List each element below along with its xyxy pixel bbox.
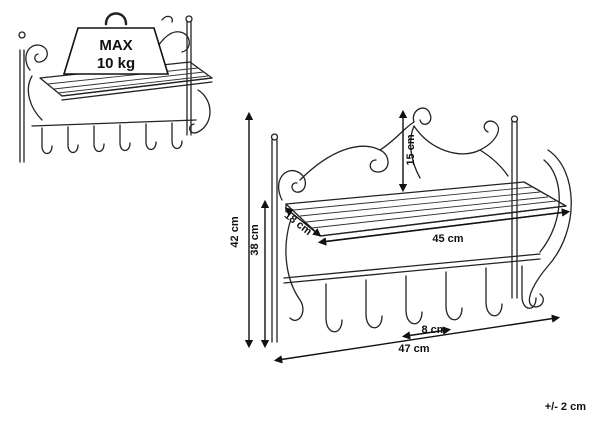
hook [405,275,423,325]
thumb-right-bracket [189,89,211,134]
thumb-slat [53,71,205,90]
thumb-front-edge-lower [61,81,213,101]
crest-center-stem [409,125,421,179]
thumb-left-bracket [27,75,43,121]
thumb-hook [119,124,131,152]
right-bracket-inner [539,159,560,253]
hook-rail-lower [283,258,541,284]
thumb-hook [67,126,79,154]
dim-shelf-height-label: 38 cm [249,224,261,255]
thumb-hook [93,125,105,153]
dim-hook-spacing-label: 8 cm [421,324,446,336]
dim-crest-height-label: 15 cm [405,134,417,165]
shelf-slat [293,186,533,211]
hook [445,271,463,321]
right-finial [510,115,519,123]
shelf-top [285,181,567,237]
thumb-front-edge [61,77,213,97]
thumb-crest-curl [161,15,173,23]
dim-total-height-label: 42 cm [229,216,241,247]
thumb-hook-rail [31,119,197,127]
crest-right-scroll [413,120,499,155]
hook [521,265,537,309]
thumb-right-finial [185,15,193,23]
crest-top-curl [412,107,432,125]
dim-total-width-label: 47 cm [398,343,429,355]
hook [365,279,383,329]
left-finial [270,133,279,141]
crest-right-arm [479,149,509,177]
hook [325,283,343,333]
thumb-slat [47,67,199,85]
weight-body [62,27,170,75]
crest-left-scroll [299,145,389,181]
thumb-hook [41,127,53,155]
weight-icon [62,12,170,75]
thumb-hook [171,122,183,150]
dim-depth-line [284,207,322,237]
weight-handle [104,12,128,26]
hook-rail [283,253,541,279]
tolerance-note: +/- 2 cm [545,401,586,413]
weight-label-max: MAX [99,37,132,54]
dim-shelf-width-line [317,208,571,246]
left-bracket [285,221,304,321]
thumb-left-finial [18,31,26,39]
main-shelf [270,107,572,343]
shelf-slat [299,191,541,217]
thumb-slat [57,75,209,94]
thumb-hook [145,123,157,151]
dim-total-width-line [273,314,561,364]
thumbnail-shelf [18,15,213,163]
right-bracket [528,149,572,308]
dim-shelf-width-label: 45 cm [432,233,463,245]
thumb-left-scroll [25,44,48,71]
weight-label-kg: 10 kg [97,55,135,72]
left-post-scroll [277,170,306,201]
hook [485,267,503,317]
